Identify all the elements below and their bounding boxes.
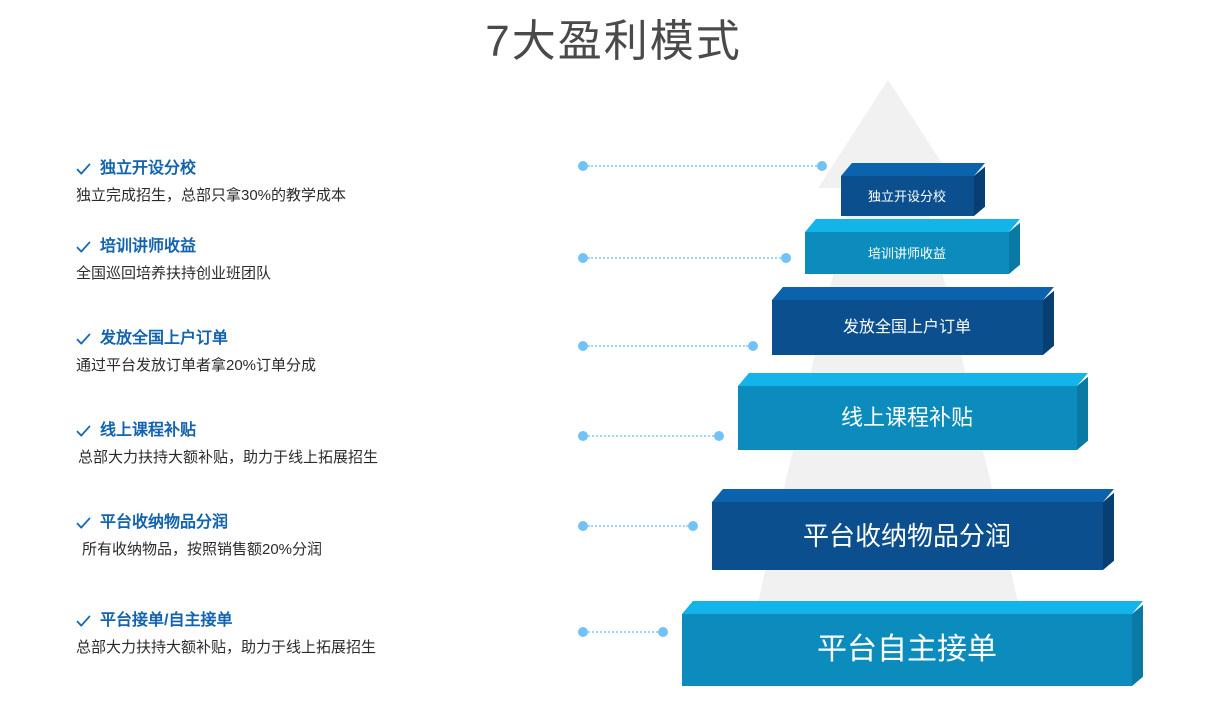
feature-title: 发放全国上户订单 [100, 330, 229, 347]
connector-dotted-line [588, 631, 658, 633]
pyramid-level-label: 培训讲师收益 [867, 245, 946, 261]
connector-dot-start [578, 431, 588, 441]
feature-to-level-connector [578, 431, 724, 441]
connector-dotted-line [588, 345, 748, 347]
feature-title: 培训讲师收益 [100, 238, 197, 255]
feature-title: 独立开设分校 [100, 160, 197, 177]
pyramid-level-label: 发放全国上户订单 [842, 318, 971, 336]
check-icon [76, 163, 91, 175]
connector-dotted-line [588, 257, 781, 259]
feature-description: 总部大力扶持大额补贴，助力于线上拓展招生 [76, 639, 377, 656]
feature-to-level-connector [578, 341, 758, 351]
feature-heading: 独立开设分校 [76, 158, 546, 180]
page-title: 7大盈利模式 [485, 17, 742, 66]
pyramid-level-front-face: 独立开设分校 [840, 176, 974, 216]
pyramid-level-side-face [1042, 290, 1054, 355]
connector-dot-end [687, 521, 698, 531]
pyramid-level-label: 平台自主接单 [817, 633, 997, 666]
pyramid-level-front-face: 平台自主接单 [682, 614, 1132, 686]
pyramid-level-label: 平台收纳物品分润 [802, 521, 1011, 551]
connector-dot-end [747, 341, 758, 351]
feature-description: 全国巡回培养扶持创业班团队 [76, 265, 272, 282]
feature-item: 平台接单/自主接单总部大力扶持大额补贴，助力于线上拓展招生 [76, 610, 546, 659]
feature-item: 培训讲师收益全国巡回培养扶持创业班团队 [76, 236, 546, 285]
pyramid-level[interactable]: 培训讲师收益 [805, 219, 1020, 274]
check-icon [76, 615, 91, 627]
pyramid-level-top-face [771, 287, 1054, 300]
pyramid-level[interactable]: 线上课程补贴 [737, 373, 1088, 450]
pyramid-level-front-face: 培训讲师收益 [805, 232, 1009, 274]
connector-dot-start [578, 627, 588, 637]
pyramid-level-side-face [1132, 604, 1143, 686]
feature-to-level-connector [578, 253, 791, 263]
feature-heading: 平台收纳物品分润 [76, 512, 546, 534]
check-icon [76, 517, 91, 529]
connector-dot-end [816, 161, 827, 171]
feature-to-level-connector [578, 627, 668, 637]
pyramid-level[interactable]: 平台收纳物品分润 [711, 489, 1114, 570]
check-icon [76, 241, 91, 253]
feature-description: 总部大力扶持大额补贴，助力于线上拓展招生 [78, 449, 379, 466]
connector-dot-start [578, 253, 588, 263]
check-icon [76, 333, 91, 345]
pyramid-level-front-face: 平台收纳物品分润 [711, 502, 1103, 570]
feature-item: 发放全国上户订单通过平台发放订单者拿20%订单分成 [76, 328, 546, 377]
feature-heading: 发放全国上户订单 [76, 328, 546, 350]
connector-dot-end [781, 253, 791, 263]
pyramid-chart: 独立开设分校培训讲师收益发放全国上户订单线上课程补贴平台收纳物品分润平台自主接单 [600, 80, 1220, 686]
feature-to-level-connector [578, 161, 827, 171]
feature-description: 通过平台发放订单者拿20%订单分成 [76, 357, 317, 374]
feature-heading: 线上课程补贴 [76, 420, 546, 442]
feature-item: 线上课程补贴总部大力扶持大额补贴，助力于线上拓展招生 [76, 420, 546, 469]
connector-dot-start [578, 161, 588, 171]
feature-title: 平台收纳物品分润 [100, 514, 229, 531]
feature-description: 独立完成招生，总部只拿30%的教学成本 [76, 187, 347, 204]
feature-description: 所有收纳物品，按照销售额20%分润 [82, 541, 323, 558]
connector-dotted-line [588, 165, 817, 167]
connector-dot-start [578, 521, 588, 531]
feature-to-level-connector [578, 521, 698, 531]
pyramid-level-side-face [1076, 376, 1088, 450]
connector-dot-end [658, 627, 668, 637]
pyramid-level-front-face: 线上课程补贴 [737, 386, 1077, 450]
pyramid-level-top-face [711, 489, 1114, 502]
pyramid-level-label: 独立开设分校 [867, 188, 946, 204]
pyramid-level-side-face [1102, 492, 1114, 570]
feature-title: 平台接单/自主接单 [100, 612, 233, 629]
check-icon [76, 425, 91, 437]
feature-item: 独立开设分校独立完成招生，总部只拿30%的教学成本 [76, 158, 546, 207]
pyramid-level-label: 线上课程补贴 [840, 405, 973, 430]
feature-heading: 平台接单/自主接单 [76, 610, 546, 632]
connector-dotted-line [588, 435, 714, 437]
feature-title: 线上课程补贴 [100, 422, 197, 439]
connector-dot-start [578, 341, 588, 351]
pyramid-level-top-face [805, 219, 1020, 232]
pyramid-level-top-face [682, 601, 1143, 614]
connector-dotted-line [588, 525, 688, 527]
pyramid-level-top-face [737, 373, 1088, 386]
pyramid-level[interactable]: 独立开设分校 [840, 163, 985, 216]
pyramid-level[interactable]: 发放全国上户订单 [771, 287, 1054, 355]
pyramid-level-top-face [840, 163, 985, 176]
feature-item: 平台收纳物品分润所有收纳物品，按照销售额20%分润 [76, 512, 546, 561]
feature-heading: 培训讲师收益 [76, 236, 546, 258]
connector-dot-end [713, 431, 724, 441]
pyramid-level-front-face: 发放全国上户订单 [771, 300, 1043, 355]
pyramid-level[interactable]: 平台自主接单 [682, 601, 1143, 686]
